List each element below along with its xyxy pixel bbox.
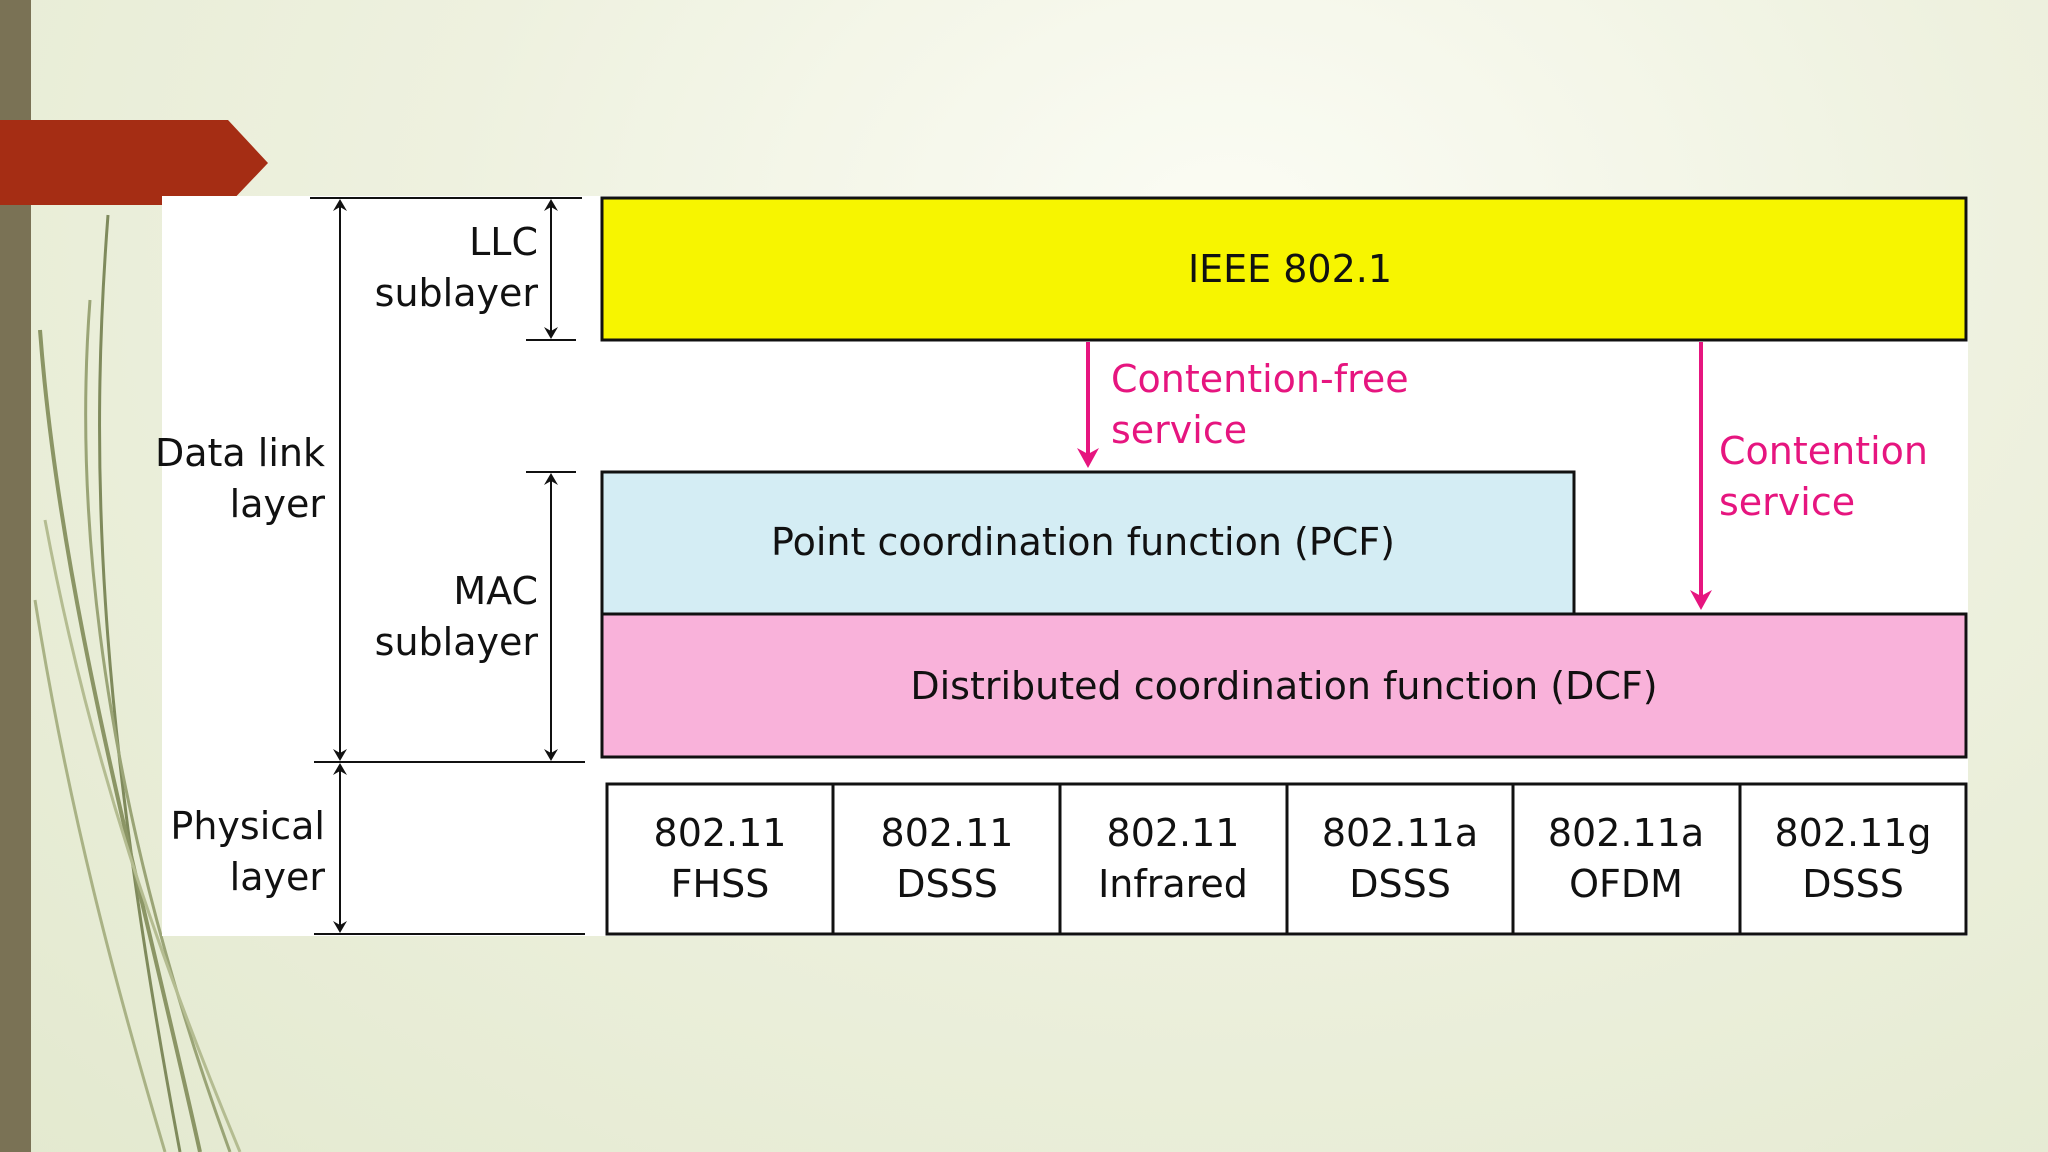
physical-cell-5-line1: 802.11a bbox=[1548, 811, 1704, 855]
contention-label-line2: service bbox=[1719, 480, 1855, 524]
physical-cell-2-line1: 802.11 bbox=[881, 811, 1014, 855]
pcf-label: Point coordination function (PCF) bbox=[771, 520, 1395, 564]
llc-sublayer-label-line1: LLC bbox=[469, 220, 538, 264]
physical-cell-4-line1: 802.11a bbox=[1322, 811, 1478, 855]
contention-free-label-line1: Contention-free bbox=[1111, 357, 1409, 401]
physical-cell-2-line2: DSSS bbox=[896, 862, 998, 906]
ieee-802-1-box bbox=[600, 196, 1968, 342]
mac-sublayer-label-line2: sublayer bbox=[375, 620, 539, 664]
physical-cell-5-line2: OFDM bbox=[1569, 862, 1683, 906]
contention-free-label-line2: service bbox=[1111, 408, 1247, 452]
dcf-label: Distributed coordination function (DCF) bbox=[910, 664, 1657, 708]
physical-cell-1-line1: 802.11 bbox=[654, 811, 787, 855]
physical-cell-6-line2: DSSS bbox=[1802, 862, 1904, 906]
physical-cell-4-line2: DSSS bbox=[1349, 862, 1451, 906]
mac-sublayer-label-line1: MAC bbox=[453, 569, 538, 613]
ieee-802-1-label: IEEE 802.1 bbox=[1188, 247, 1392, 291]
llc-sublayer-label-line2: sublayer bbox=[375, 271, 539, 315]
data-link-layer-label-line1: Data link bbox=[155, 431, 325, 475]
contention-label-line1: Contention bbox=[1719, 429, 1928, 473]
physical-cell-6-line1: 802.11g bbox=[1774, 811, 1931, 855]
data-link-layer-label-line2: layer bbox=[230, 482, 326, 526]
physical-layer-label-line1: Physical bbox=[170, 804, 325, 848]
physical-layer-label-line2: layer bbox=[230, 855, 326, 899]
dcf-box bbox=[600, 612, 1968, 759]
physical-cell-3-line1: 802.11 bbox=[1107, 811, 1240, 855]
data-link-layer-bracket bbox=[310, 197, 585, 763]
llc-sublayer-bracket bbox=[526, 199, 576, 341]
physical-cell-1-line2: FHSS bbox=[671, 862, 770, 906]
physical-cells-row bbox=[605, 782, 1968, 936]
physical-cell-3-line2: Infrared bbox=[1098, 862, 1248, 906]
physical-layer-bracket bbox=[314, 763, 585, 935]
mac-sublayer-bracket bbox=[526, 471, 576, 761]
